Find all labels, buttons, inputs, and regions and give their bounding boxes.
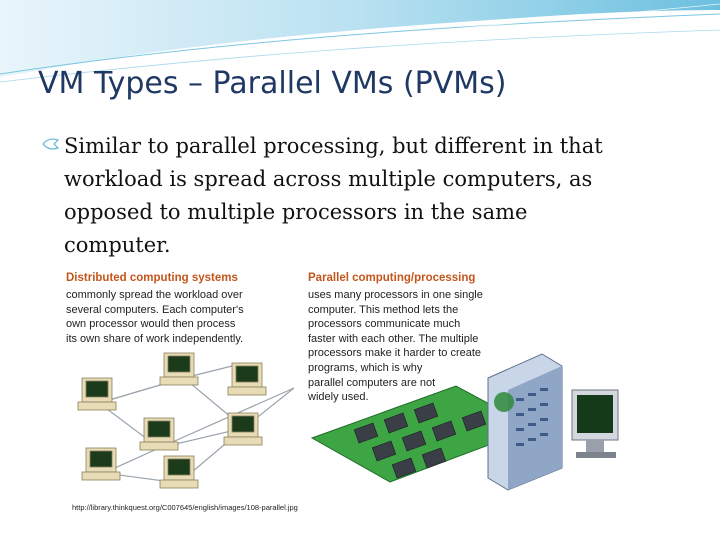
monitor-icon: [571, 389, 619, 458]
parallel-line: uses many processors in one single: [308, 289, 483, 301]
parallel-line: parallel computers are not: [308, 376, 436, 389]
bullet-text: Similar to parallel processing, but diff…: [64, 130, 702, 262]
distributed-computer-icon: [77, 352, 267, 489]
parallel-line: computer. This method lets the: [308, 303, 459, 316]
parallel-vs-distributed-illustration: Distributed computing systems commonly s…: [64, 268, 636, 498]
server-tower-icon: [487, 353, 563, 491]
parallel-line: processors make it harder to create: [308, 347, 482, 360]
slide-title: VM Types – Parallel VMs (PVMs): [38, 66, 507, 101]
distributed-line: own processor would then process: [66, 318, 236, 331]
bullet-line: opposed to multiple processors in the sa…: [64, 200, 528, 224]
distributed-line: several computers. Each computer's: [66, 303, 244, 316]
bullet-line: Similar to parallel processing, but diff…: [64, 134, 603, 158]
parallel-heading: Parallel computing/processing: [308, 272, 476, 284]
parallel-line: programs, which is why: [308, 361, 423, 374]
motherboard-with-processors: [310, 385, 536, 483]
distributed-line: commonly spread the workload over: [66, 289, 243, 301]
arrow-bullet-icon: [42, 138, 60, 150]
illustration-artwork: [77, 352, 619, 491]
distributed-description: commonly spread the workload over severa…: [66, 288, 296, 346]
bullet-line: computer.: [64, 233, 171, 257]
bullet-line: workload is spread across multiple compu…: [64, 167, 593, 191]
parallel-description: uses many processors in one single compu…: [308, 288, 533, 405]
distributed-heading: Distributed computing systems: [66, 272, 238, 284]
bullet-point: Similar to parallel processing, but diff…: [42, 130, 702, 262]
distributed-line: its own share of work independently.: [66, 332, 244, 345]
parallel-line: widely used.: [308, 391, 369, 404]
parallel-line: processors communicate much: [308, 318, 461, 331]
parallel-line: faster with each other. The multiple: [308, 332, 479, 345]
image-source-caption: http://library.thinkquest.org/C007645/en…: [72, 503, 298, 512]
header-swoosh-decoration: [0, 0, 720, 83]
